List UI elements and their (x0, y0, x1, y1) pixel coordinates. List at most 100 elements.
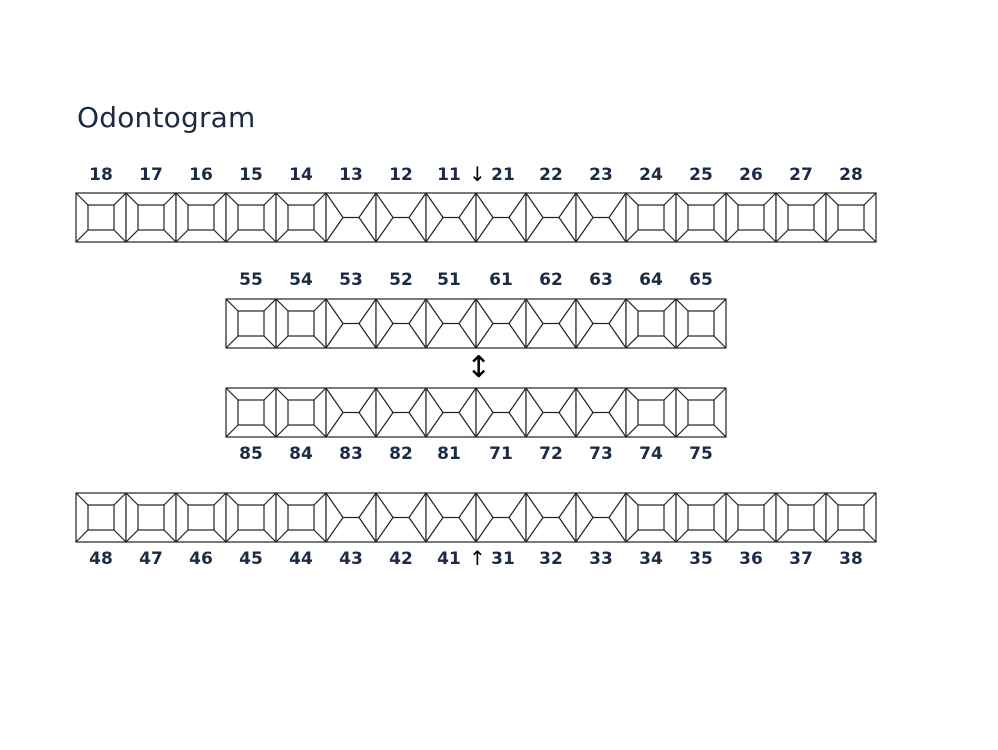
tooth-14[interactable] (275, 192, 327, 243)
tooth-number-label: 53 (339, 270, 363, 290)
tooth-number-label: 22 (539, 165, 563, 185)
tooth-number-label: 64 (639, 270, 663, 290)
tooth-72[interactable] (525, 387, 577, 438)
tooth-61[interactable] (475, 298, 527, 349)
tooth-number-label: 24 (639, 165, 663, 185)
tooth-42[interactable] (375, 492, 427, 543)
tooth-52[interactable] (375, 298, 427, 349)
tooth-number-label: 38 (839, 549, 863, 569)
tooth-15[interactable] (225, 192, 277, 243)
tooth-number-label: 17 (139, 165, 163, 185)
tooth-41[interactable] (425, 492, 477, 543)
tooth-number-label: 71 (489, 444, 513, 464)
tooth-number-label: 48 (89, 549, 113, 569)
tooth-number-label: 61 (489, 270, 513, 290)
tooth-65[interactable] (675, 298, 727, 349)
tooth-64[interactable] (625, 298, 677, 349)
tooth-45[interactable] (225, 492, 277, 543)
tooth-number-label: 47 (139, 549, 163, 569)
tooth-number-label: 33 (589, 549, 613, 569)
tooth-11[interactable] (425, 192, 477, 243)
tooth-number-label: 11 (437, 165, 461, 185)
tooth-number-label: 42 (389, 549, 413, 569)
tooth-13[interactable] (325, 192, 377, 243)
tooth-51[interactable] (425, 298, 477, 349)
tooth-number-label: 54 (289, 270, 313, 290)
tooth-21[interactable] (475, 192, 527, 243)
tooth-71[interactable] (475, 387, 527, 438)
tooth-85[interactable] (225, 387, 277, 438)
tooth-number-label: 45 (239, 549, 263, 569)
tooth-number-label: 26 (739, 165, 763, 185)
tooth-number-label: 73 (589, 444, 613, 464)
tooth-84[interactable] (275, 387, 327, 438)
tooth-63[interactable] (575, 298, 627, 349)
tooth-number-label: 65 (689, 270, 713, 290)
tooth-82[interactable] (375, 387, 427, 438)
tooth-24[interactable] (625, 192, 677, 243)
tooth-36[interactable] (725, 492, 777, 543)
tooth-18[interactable] (75, 192, 127, 243)
tooth-number-label: 85 (239, 444, 263, 464)
tooth-74[interactable] (625, 387, 677, 438)
arrow-updown-icon: ↕ (466, 350, 492, 385)
tooth-46[interactable] (175, 492, 227, 543)
tooth-43[interactable] (325, 492, 377, 543)
tooth-number-label: 23 (589, 165, 613, 185)
tooth-number-label: 75 (689, 444, 713, 464)
tooth-number-label: 63 (589, 270, 613, 290)
arrow-down-icon: ↓ (469, 162, 486, 186)
tooth-16[interactable] (175, 192, 227, 243)
tooth-23[interactable] (575, 192, 627, 243)
tooth-number-label: 51 (437, 270, 461, 290)
tooth-27[interactable] (775, 192, 827, 243)
tooth-number-label: 14 (289, 165, 313, 185)
tooth-number-label: 41 (437, 549, 461, 569)
tooth-number-label: 46 (189, 549, 213, 569)
tooth-75[interactable] (675, 387, 727, 438)
tooth-34[interactable] (625, 492, 677, 543)
tooth-number-label: 25 (689, 165, 713, 185)
tooth-28[interactable] (825, 192, 877, 243)
tooth-number-label: 16 (189, 165, 213, 185)
tooth-25[interactable] (675, 192, 727, 243)
tooth-number-label: 21 (491, 165, 515, 185)
tooth-31[interactable] (475, 492, 527, 543)
tooth-number-label: 43 (339, 549, 363, 569)
tooth-number-label: 28 (839, 165, 863, 185)
tooth-44[interactable] (275, 492, 327, 543)
tooth-number-label: 13 (339, 165, 363, 185)
tooth-17[interactable] (125, 192, 177, 243)
tooth-33[interactable] (575, 492, 627, 543)
tooth-38[interactable] (825, 492, 877, 543)
tooth-number-label: 35 (689, 549, 713, 569)
tooth-number-label: 55 (239, 270, 263, 290)
tooth-number-label: 84 (289, 444, 313, 464)
tooth-54[interactable] (275, 298, 327, 349)
tooth-number-label: 36 (739, 549, 763, 569)
tooth-62[interactable] (525, 298, 577, 349)
tooth-32[interactable] (525, 492, 577, 543)
tooth-number-label: 27 (789, 165, 813, 185)
tooth-26[interactable] (725, 192, 777, 243)
tooth-number-label: 34 (639, 549, 663, 569)
tooth-81[interactable] (425, 387, 477, 438)
tooth-number-label: 31 (491, 549, 515, 569)
tooth-47[interactable] (125, 492, 177, 543)
tooth-22[interactable] (525, 192, 577, 243)
tooth-number-label: 12 (389, 165, 413, 185)
tooth-12[interactable] (375, 192, 427, 243)
tooth-number-label: 62 (539, 270, 563, 290)
tooth-48[interactable] (75, 492, 127, 543)
tooth-number-label: 81 (437, 444, 461, 464)
page-title: Odontogram (77, 101, 256, 134)
tooth-35[interactable] (675, 492, 727, 543)
tooth-83[interactable] (325, 387, 377, 438)
tooth-number-label: 37 (789, 549, 813, 569)
tooth-number-label: 15 (239, 165, 263, 185)
tooth-53[interactable] (325, 298, 377, 349)
tooth-37[interactable] (775, 492, 827, 543)
tooth-73[interactable] (575, 387, 627, 438)
tooth-55[interactable] (225, 298, 277, 349)
